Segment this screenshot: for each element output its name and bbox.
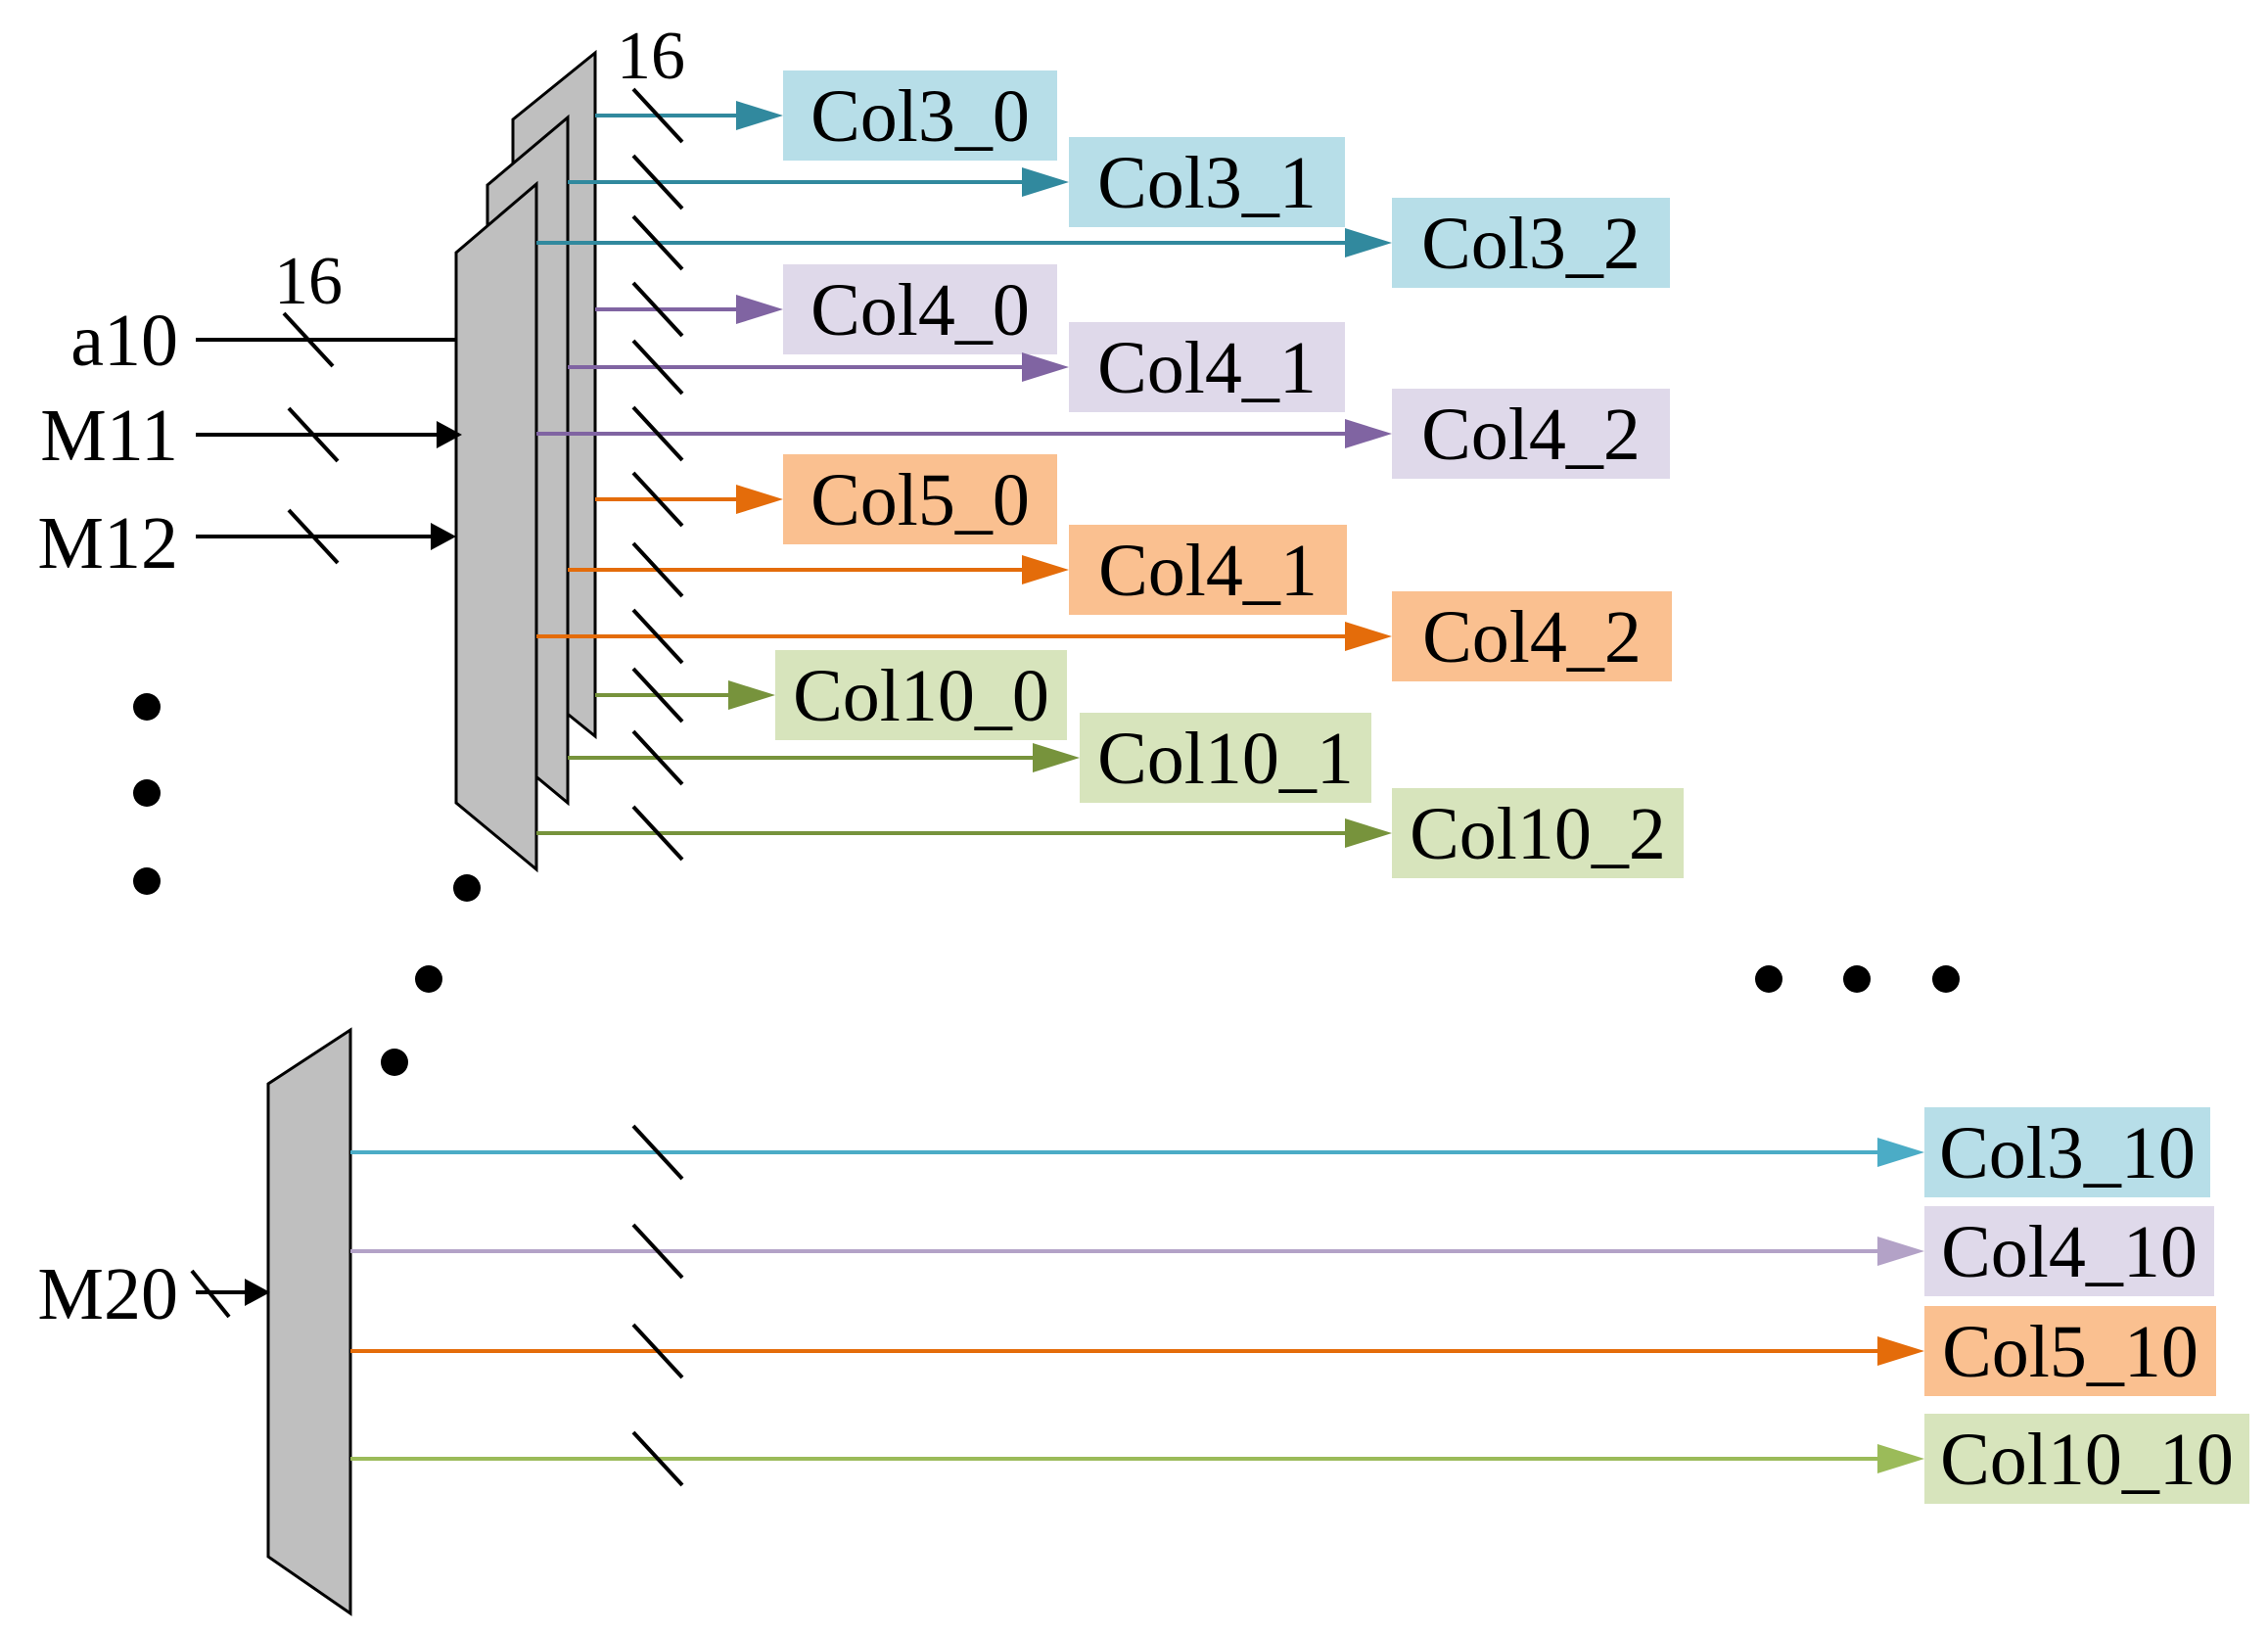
- top-output-7: Col4_1: [568, 525, 1347, 615]
- output-arrowhead: [1877, 1444, 1924, 1473]
- top-output-2: Col3_2: [536, 198, 1670, 288]
- output-arrowhead: [1345, 228, 1392, 257]
- output-label-box: [1924, 1206, 2214, 1296]
- output-arrowhead: [1033, 743, 1080, 772]
- output-label-box: [1069, 137, 1345, 227]
- output-arrowhead: [1345, 622, 1392, 651]
- input-a10: a10: [70, 300, 456, 382]
- output-label: Col10_0: [793, 655, 1049, 737]
- output-label: Col3_1: [1097, 142, 1317, 224]
- output-label: Col10_2: [1410, 793, 1666, 875]
- mux-bottom: [266, 1027, 352, 1616]
- output-label: Col4_10: [1941, 1211, 2198, 1293]
- output-label: Col5_10: [1942, 1311, 2199, 1393]
- output-label-box: [1392, 389, 1670, 479]
- top-output-3: Col4_0: [595, 264, 1057, 354]
- input-label-a10: a10: [70, 300, 178, 382]
- input-m11: M11: [40, 395, 462, 477]
- output-label-box: [775, 650, 1067, 740]
- input-label-m11: M11: [40, 395, 178, 477]
- bus-slash: [631, 1323, 684, 1379]
- bus-slash: [631, 87, 684, 144]
- output-label-box: [1392, 198, 1670, 288]
- diagonal-ellipsis-dots: [381, 874, 481, 1076]
- output-label-box: [1080, 713, 1371, 803]
- output-label: Col4_0: [810, 269, 1030, 351]
- bus-slash: [631, 608, 684, 665]
- output-arrowhead: [1877, 1237, 1924, 1266]
- bottom-output-1: Col4_10: [350, 1206, 2214, 1296]
- output-label-box: [783, 70, 1057, 161]
- output-label-box: [783, 264, 1057, 354]
- output-arrowhead: [736, 485, 783, 514]
- input-bus-width-label: 16: [274, 244, 343, 319]
- output-label: Col3_2: [1421, 203, 1641, 285]
- bottom-output-3: Col10_10: [350, 1414, 2249, 1504]
- output-arrowhead: [728, 680, 775, 710]
- output-arrowhead: [1022, 555, 1069, 584]
- input-label-m20: M20: [37, 1253, 178, 1335]
- output-arrowhead: [1877, 1336, 1924, 1366]
- bus-slash: [631, 1430, 684, 1487]
- bus-slash: [631, 729, 684, 786]
- bottom-output-2: Col5_10: [350, 1306, 2216, 1396]
- output-arrowhead: [1877, 1138, 1924, 1167]
- output-label: Col4_1: [1097, 327, 1317, 409]
- output-arrowhead: [736, 295, 783, 324]
- output-label-box: [1392, 591, 1672, 681]
- bus-slash: [631, 1223, 684, 1280]
- output-label: Col4_2: [1421, 394, 1641, 476]
- output-label: Col5_0: [810, 459, 1030, 541]
- output-label: Col10_1: [1097, 718, 1354, 800]
- output-arrowhead: [1345, 818, 1392, 848]
- mux-front: [454, 180, 538, 873]
- top-outputs: Col3_0Col3_1Col3_2Col4_0Col4_1Col4_2Col5…: [536, 70, 1684, 878]
- bus-slash: [631, 281, 684, 338]
- output-label-box: [1924, 1306, 2216, 1396]
- output-label-box: [1924, 1107, 2210, 1197]
- output-label: Col3_10: [1939, 1112, 2196, 1194]
- output-arrowhead: [1345, 419, 1392, 448]
- output-label: Col4_2: [1422, 596, 1642, 678]
- bottom-output-0: Col3_10: [350, 1107, 2210, 1197]
- vertical-ellipsis-dots: [133, 693, 161, 895]
- bus-slash: [631, 541, 684, 598]
- bus-slash: [631, 405, 684, 462]
- bus-slash: [631, 214, 684, 271]
- top-output-6: Col5_0: [595, 454, 1057, 544]
- bus-slash: [631, 339, 684, 396]
- output-label-box: [783, 454, 1057, 544]
- input-m12: M12: [37, 502, 456, 584]
- output-label: Col10_10: [1940, 1419, 2234, 1501]
- bus-slash: [631, 1124, 684, 1181]
- top-output-0: Col3_0: [595, 70, 1057, 161]
- output-label-box: [1924, 1414, 2249, 1504]
- input-m20: M20: [37, 1253, 270, 1335]
- bus-slash: [631, 154, 684, 210]
- top-output-10: Col10_1: [568, 713, 1371, 803]
- bus-slash: [631, 805, 684, 862]
- output-arrowhead: [1022, 167, 1069, 197]
- bus-slash: [631, 471, 684, 528]
- horizontal-ellipsis-dots: [1755, 965, 1960, 993]
- output-label-box: [1069, 322, 1345, 412]
- output-arrowhead: [736, 101, 783, 130]
- output-label-box: [1069, 525, 1347, 615]
- top-output-11: Col10_2: [536, 788, 1684, 878]
- top-output-4: Col4_1: [568, 322, 1345, 412]
- output-arrowhead: [1022, 352, 1069, 382]
- top-output-1: Col3_1: [568, 137, 1345, 227]
- top-output-8: Col4_2: [536, 591, 1672, 681]
- input-label-m12: M12: [37, 502, 178, 584]
- output-label: Col4_1: [1098, 530, 1318, 612]
- top-output-9: Col10_0: [595, 650, 1067, 740]
- output-label: Col3_0: [810, 75, 1030, 158]
- output-label-box: [1392, 788, 1684, 878]
- bus-slash: [631, 667, 684, 724]
- top-output-5: Col4_2: [536, 389, 1670, 479]
- output-bus-width-label: 16: [617, 19, 685, 94]
